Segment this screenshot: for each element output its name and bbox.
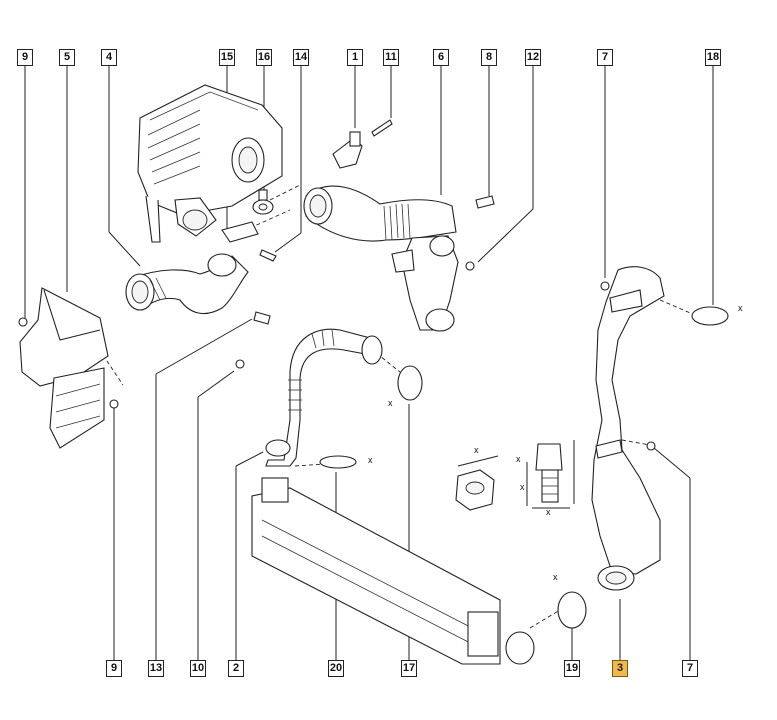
callout-7: 7 bbox=[597, 49, 613, 66]
callout-1: 1 bbox=[347, 49, 363, 66]
callout-16: 16 bbox=[256, 49, 272, 66]
callout-11: 11 bbox=[383, 49, 399, 66]
callout-12: 12 bbox=[525, 49, 541, 66]
gaskets bbox=[319, 306, 729, 629]
dimension-mark: x bbox=[546, 507, 551, 517]
callout-10: 10 bbox=[190, 660, 206, 677]
dimension-mark: x bbox=[368, 455, 373, 465]
callout-9: 9 bbox=[17, 49, 33, 66]
leader-lines bbox=[24, 65, 714, 660]
dimension-mark: x bbox=[474, 445, 479, 455]
dimension-mark: x bbox=[388, 398, 393, 408]
charge-air-hose bbox=[591, 266, 665, 591]
dimension-mark: x bbox=[553, 572, 558, 582]
callout-15: 15 bbox=[219, 49, 235, 66]
callout-19: 19 bbox=[564, 660, 580, 677]
dimension-marks: x x x x x x x x bbox=[368, 303, 743, 582]
nut-detail bbox=[455, 469, 495, 511]
callout-17: 17 bbox=[401, 660, 417, 677]
intercooler bbox=[251, 477, 535, 665]
resonator-pipe bbox=[391, 195, 495, 332]
dimension-mark: x bbox=[520, 482, 525, 492]
callout-7: 7 bbox=[682, 660, 698, 677]
callout-20: 20 bbox=[328, 660, 344, 677]
turbo-inlet-hose bbox=[303, 185, 457, 242]
callout-5: 5 bbox=[59, 49, 75, 66]
callout-18: 18 bbox=[705, 49, 721, 66]
dimension-mark: x bbox=[738, 303, 743, 313]
air-duct bbox=[18, 287, 119, 449]
bolt-detail bbox=[535, 443, 563, 503]
dimension-mark: x bbox=[516, 454, 521, 464]
callout-8: 8 bbox=[481, 49, 497, 66]
sensor bbox=[332, 119, 393, 169]
callout-4: 4 bbox=[101, 49, 117, 66]
callout-13: 13 bbox=[148, 660, 164, 677]
intake-hose bbox=[125, 253, 249, 315]
callout-2: 2 bbox=[228, 660, 244, 677]
callout-3-highlighted: 3 bbox=[612, 660, 628, 677]
callout-9: 9 bbox=[106, 660, 122, 677]
callout-6: 6 bbox=[433, 49, 449, 66]
clip-bracket bbox=[221, 189, 277, 262]
corrugated-hose bbox=[235, 311, 383, 467]
callout-14: 14 bbox=[293, 49, 309, 66]
air-filter-box bbox=[137, 84, 283, 243]
